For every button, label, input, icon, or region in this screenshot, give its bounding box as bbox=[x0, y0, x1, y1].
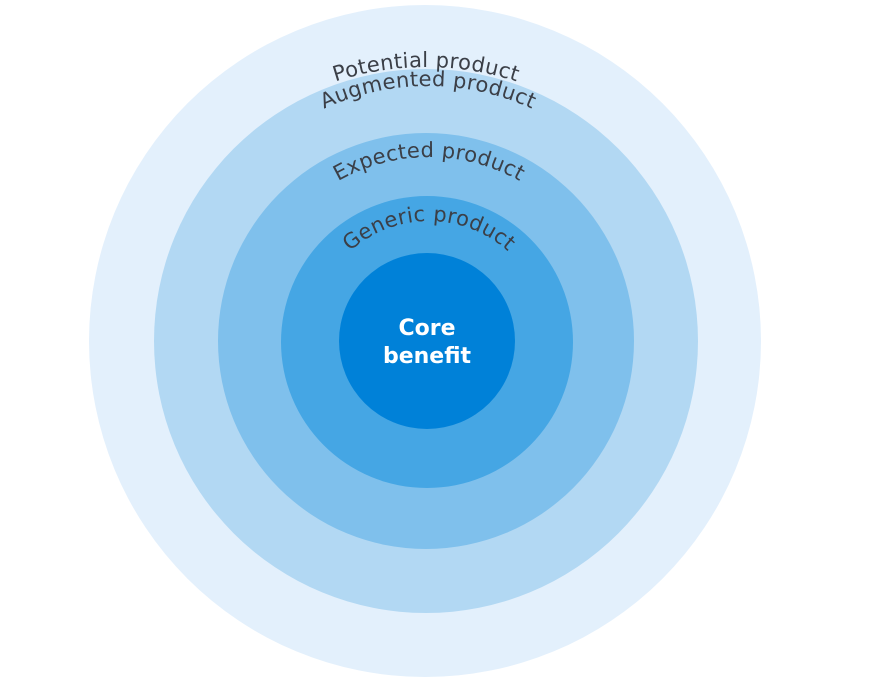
core-benefit-circle bbox=[339, 253, 515, 429]
core-benefit bbox=[339, 253, 515, 429]
core-benefit-line-1: Core bbox=[398, 316, 455, 341]
core-benefit-line-2: benefit bbox=[383, 344, 472, 369]
